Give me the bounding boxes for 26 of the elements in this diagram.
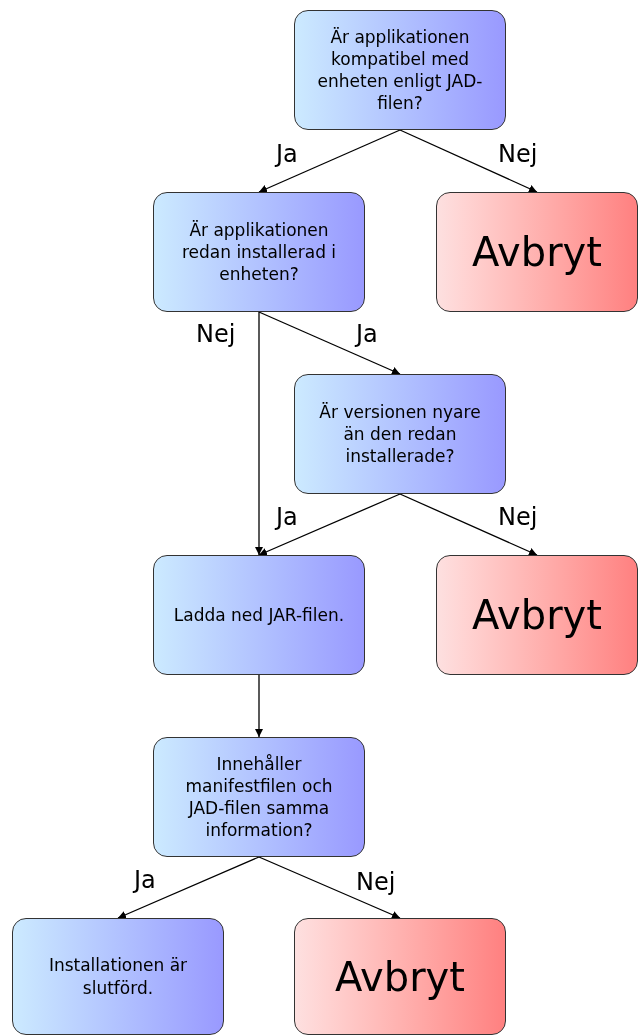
arrow — [399, 493, 538, 556]
process-box: Är versionen nyare än den redan installerade? — [294, 374, 506, 494]
arrow — [258, 311, 401, 375]
edge-label: Nej — [356, 870, 396, 894]
stop-box: Avbryt — [294, 918, 506, 1035]
edge-label: Ja — [276, 142, 298, 166]
process-box: Ladda ned JAR-filen. — [153, 555, 365, 675]
stop-box: Avbryt — [436, 555, 638, 675]
edge-label: Ja — [276, 505, 298, 529]
stop-box: Avbryt — [436, 192, 638, 312]
process-box: Är applikationen redan installerad i enheten? — [153, 192, 365, 312]
edge-label: Ja — [134, 868, 156, 892]
arrow — [258, 493, 401, 556]
arrow — [258, 129, 401, 193]
arrow — [255, 311, 263, 556]
process-box: Installationen är slutförd. — [12, 918, 224, 1035]
edge-label: Ja — [356, 322, 378, 346]
arrow — [399, 129, 538, 193]
process-box: Är applikationen kompatibel med enheten enligt JAD-filen? — [294, 10, 506, 130]
arrow — [258, 856, 401, 919]
edge-label: Nej — [196, 322, 236, 346]
process-box: Innehåller manifestfilen och JAD-filen samma information? — [153, 737, 365, 857]
edge-label: Nej — [498, 505, 538, 529]
edge-label: Nej — [498, 142, 538, 166]
arrow — [255, 674, 263, 738]
arrow — [117, 856, 260, 919]
